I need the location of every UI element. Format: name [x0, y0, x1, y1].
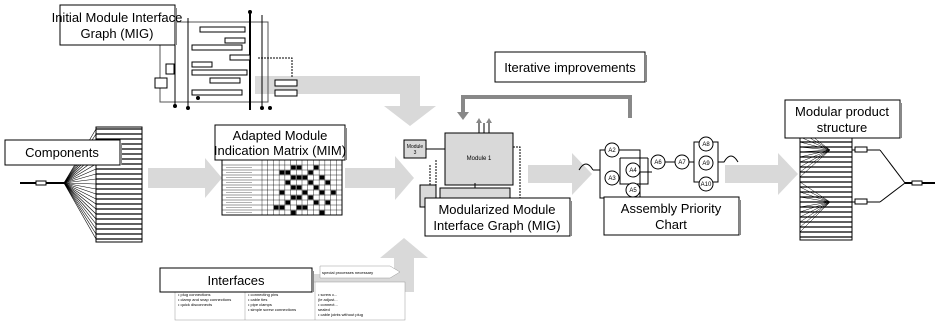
initial-mig-label-2: Graph (MIG) [81, 26, 154, 41]
assembly-label-2: Chart [655, 217, 687, 232]
interfaces-cell: • quick disconnects [178, 302, 212, 307]
interfaces-cell: sealed [318, 307, 330, 312]
components-label: Components [25, 145, 99, 160]
modularized-label-1: Modularized Module [438, 202, 555, 217]
assembly-label-1: Assembly Priority [621, 201, 722, 216]
flow-arrows [148, 76, 798, 292]
assembly-node-a10 [698, 176, 714, 192]
assembly-node-a6 [650, 154, 666, 170]
assembly-node-label: A8 [702, 142, 710, 148]
modular-product-label-2: structure [817, 120, 868, 135]
assembly-node-a8 [698, 136, 714, 152]
interfaces-cell: • simple screw connections [248, 307, 296, 312]
interfaces-cell: (ie adjust... [318, 297, 338, 302]
assembly-node-a2 [604, 142, 620, 158]
assembly-label-box: Assembly Priority Chart [603, 196, 741, 236]
interfaces-cell: • pipe clamps [248, 302, 272, 307]
mim-label-box: Adapted Module Indication Matrix (MIM) [214, 124, 347, 161]
modular-product-label-box: Modular product structure [784, 99, 902, 139]
interfaces-cell: • cable joints without plug [318, 312, 363, 317]
arrow-apc-to-product [725, 153, 798, 195]
initial-mig-label-box: Initial Module Interface Graph (MIG) [52, 4, 183, 46]
assembly-node-a4 [625, 162, 641, 178]
assembly-node-label: A6 [654, 160, 662, 166]
assembly-node-label: A9 [702, 161, 710, 167]
arrow-mig-to-apc [528, 153, 592, 195]
arrow-interfaces-up [295, 238, 428, 292]
interfaces-cell: • cable ties [248, 297, 267, 302]
assembly-node-label: A3 [608, 176, 616, 182]
mim-label-2: Indication Matrix (MIM) [214, 143, 346, 158]
modularized-label-2: Interface Graph (MIG) [433, 218, 560, 233]
assembly-node-label: A4 [629, 168, 637, 174]
assembly-node-label: A2 [608, 148, 616, 154]
mim-matrix [221, 159, 343, 216]
components-label-box: Components [4, 139, 122, 166]
module1-label: Module 1 [467, 156, 492, 162]
module3-label-2: 3 [414, 150, 417, 156]
initial-mig-label-1: Initial Module Interface [52, 10, 183, 25]
assembly-node-label: A7 [678, 160, 686, 166]
iterative-label: Iterative improvements [504, 60, 636, 75]
mim-label-1: Adapted Module [233, 128, 328, 143]
iterative-improvements: Iterative improvements [457, 51, 647, 120]
assembly-node-label: A10 [701, 182, 712, 188]
interfaces-cell: • plug connections [178, 292, 211, 297]
interfaces-cell: • screw c... [318, 292, 337, 297]
assembly-node-label: A5 [629, 188, 637, 194]
arrow-initial-mig-down [255, 76, 436, 126]
assembly-priority-chart [578, 141, 739, 199]
assembly-node-a3 [604, 170, 620, 186]
interfaces-label-box: Interfaces [159, 267, 314, 293]
modularized-mig-label-box: Modularized Module Interface Graph (MIG) [424, 197, 572, 237]
arrow-components-to-mim [148, 158, 222, 198]
interfaces-cell: • clamp and snap connections [178, 297, 231, 302]
assembly-node-a9 [698, 155, 714, 171]
interfaces-cell: • connecting pins [248, 292, 278, 297]
modular-product-label-1: Modular product [795, 104, 889, 119]
interfaces-cell: • connect... [318, 302, 338, 307]
modularized-mig: Module 1 Module 3 [403, 118, 521, 219]
interfaces-label: Interfaces [207, 273, 265, 288]
arrow-mim-to-mig [345, 156, 414, 200]
product-structure-tree [799, 124, 935, 241]
assembly-node-a7 [674, 154, 690, 170]
module3-label-1: Module [407, 144, 424, 150]
initial-mig-graph [154, 10, 298, 110]
interfaces-header-3: special processes necessary [322, 270, 373, 275]
